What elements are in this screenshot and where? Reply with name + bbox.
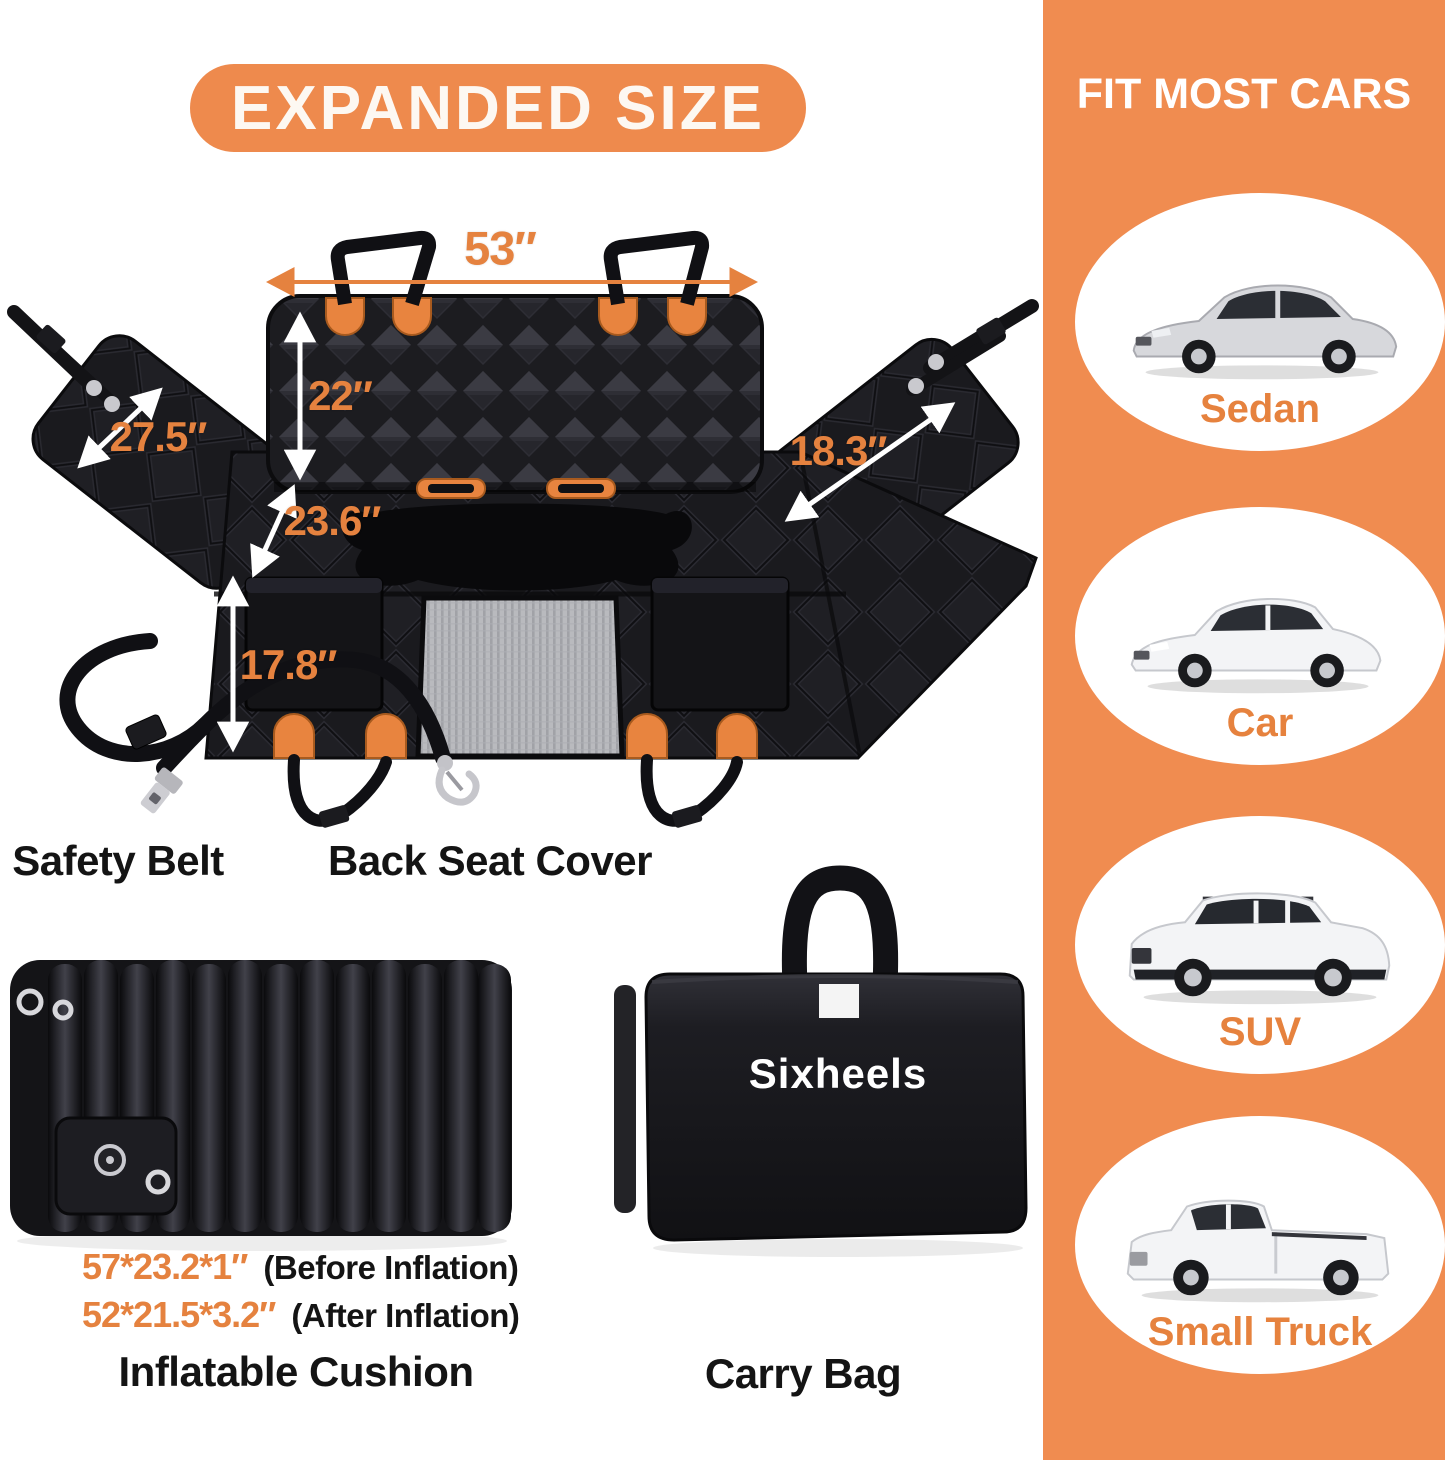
metal-hook-icon — [928, 354, 944, 370]
bag-tag — [819, 984, 859, 1018]
spec-before-inflation: 57*23.2*1″ (Before Inflation) — [82, 1246, 519, 1294]
inflatable-cushion-illustration — [10, 960, 512, 1251]
measure-seat-depth: 23.6″ — [283, 497, 382, 544]
spec-note-before: (Before Inflation) — [263, 1249, 519, 1286]
bone-mat — [342, 503, 692, 591]
safety-belt-label: Safety Belt — [12, 837, 224, 884]
back-seat-cover-label: Back Seat Cover — [327, 837, 653, 884]
vehicle-label-small-truck: Small Truck — [1147, 1310, 1373, 1354]
measure-right-flap: 18.3″ — [789, 427, 888, 474]
measurement-arrows — [77, 267, 956, 753]
metal-hook-icon — [86, 380, 102, 396]
safety-belt-illustration — [59, 633, 480, 814]
arrow-27-5 — [77, 387, 163, 469]
inflatable-cushion-label: Inflatable Cushion — [118, 1348, 474, 1395]
vehicle-label-car: Car — [1226, 701, 1294, 745]
headrest-strap — [603, 230, 710, 306]
expanded-size-label: EXPANDED SIZE — [231, 73, 765, 143]
valve-ring-icon — [145, 1169, 171, 1195]
spec-size-after: 52*21.5*3.2″ — [82, 1294, 276, 1335]
back-seat-cover-illustration — [7, 230, 1039, 828]
spec-size-before: 57*23.2*1″ — [82, 1246, 248, 1287]
vehicle-label-suv: SUV — [1218, 1010, 1302, 1054]
vehicle-label-sedan: Sedan — [1199, 387, 1321, 431]
sidebar-title: FIT MOST CARS — [1076, 70, 1412, 118]
arrow-23-6 — [250, 484, 297, 578]
sedan-illustration — [1132, 284, 1398, 380]
car-illustration — [1130, 597, 1382, 694]
spec-note-after: (After Inflation) — [291, 1297, 520, 1334]
seat-strap-slots — [416, 478, 616, 499]
metal-hook-icon — [908, 378, 924, 394]
fit-most-cars-panel: FIT MOST CARS Sedan — [1043, 0, 1445, 1460]
bottom-buckle-tabs — [273, 713, 758, 759]
vehicle-card-small-truck: Small Truck — [1075, 1116, 1445, 1374]
valve-ring-icon — [16, 988, 44, 1016]
top-buckle-tabs — [325, 297, 707, 336]
headrest-strap — [330, 230, 437, 307]
valve-ring-icon — [52, 999, 74, 1021]
measure-left-flap: 27.5″ — [109, 413, 208, 460]
metal-hook-icon — [104, 396, 120, 412]
measure-front-drop: 17.8″ — [239, 641, 338, 688]
measure-top-width: 53″ — [464, 221, 537, 275]
product-diagram — [7, 230, 1039, 1257]
belt-tongue-icon — [140, 767, 183, 814]
cushion-specs: 57*23.2*1″ (Before Inflation) 52*21.5*3.… — [82, 1246, 520, 1342]
small-truck-illustration — [1126, 1199, 1390, 1303]
suv-illustration — [1128, 892, 1391, 1005]
carry-bag-illustration — [614, 865, 1028, 1257]
arrow-18-3 — [784, 402, 956, 522]
right-strap — [906, 299, 1039, 396]
bag-handle — [781, 865, 899, 986]
measure-backrest-height: 22″ — [308, 372, 373, 419]
carry-bag-label: Carry Bag — [704, 1350, 902, 1397]
mesh-window — [415, 595, 625, 759]
vehicle-card-car: Car — [1075, 507, 1445, 765]
expanded-size-badge: EXPANDED SIZE — [190, 64, 806, 152]
spec-after-inflation: 52*21.5*3.2″ (After Inflation) — [82, 1294, 520, 1342]
brand-logo-text: Sixheels — [748, 1050, 928, 1097]
vehicle-card-sedan: Sedan — [1075, 193, 1445, 451]
vehicle-card-suv: SUV — [1075, 816, 1445, 1074]
snap-hook-icon — [435, 755, 480, 806]
